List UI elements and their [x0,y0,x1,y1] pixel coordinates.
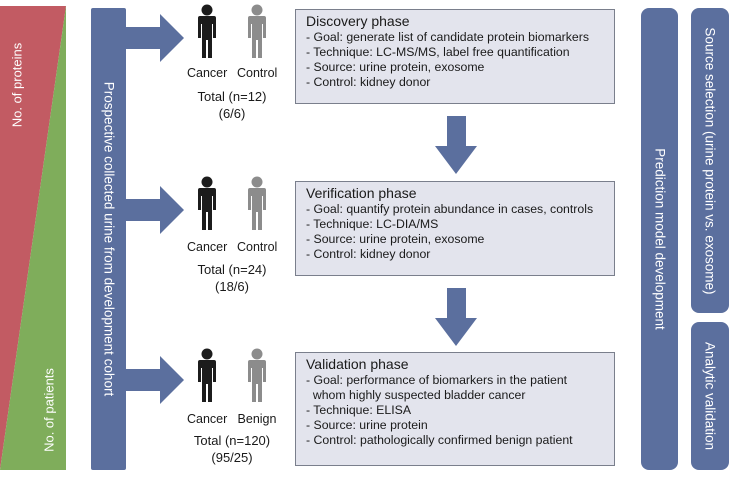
analytic-validation-panel: Analytic validation [691,322,729,470]
discovery-source: - Source: urine protein, exosome [306,60,485,74]
source-selection-label: Source selection (urine protein vs. exos… [702,26,718,295]
group3-benign-label: Benign [237,412,277,426]
cancer-person-icon-3 [198,348,216,402]
validation-goal-continued: whom highly suspected bladder cancer [306,388,526,402]
cohort-bar: Prospective collected urine from develop… [91,8,126,470]
source-selection-panel: Source selection (urine protein vs. exos… [691,8,729,313]
group2-control-label: Control [237,240,278,254]
validation-goal: - Goal: performance of biomarkers in the… [306,373,568,387]
prediction-label: Prediction model development [652,148,667,330]
discovery-goal: - Goal: generate list of candidate prote… [306,30,589,44]
triangle-graphic [0,6,66,470]
verification-control: - Control: kidney donor [306,247,431,261]
arrow-discovery-to-verification [435,116,477,174]
discovery-phase-box: Discovery phase - Goal: generate list of… [295,9,615,104]
validation-technique: - Technique: ELISA [306,403,412,417]
verification-phase-title: Verification phase [306,185,417,201]
group3-cancer-label: Cancer [187,412,228,426]
group3-total: Total (n=120) [193,433,271,448]
validation-phase-box: Validation phase - Goal: performance of … [295,352,615,466]
validation-control: - Control: pathologically confirmed beni… [306,433,573,447]
benign-person-icon-3 [248,348,266,402]
group1-total: Total (n=12) [197,89,267,104]
discovery-technique: - Technique: LC-MS/MS, label free quanti… [306,45,570,59]
discovery-control: - Control: kidney donor [306,75,431,89]
control-person-icon-1 [248,4,266,58]
verification-phase-box: Verification phase - Goal: quantify prot… [295,181,615,276]
validation-phase-title: Validation phase [306,356,409,372]
verification-technique: - Technique: LC-DIA/MS [306,217,439,231]
group2-total: Total (n=24) [197,262,267,277]
arrow-to-validation [126,356,184,404]
analytic-validation-label: Analytic validation [702,341,718,451]
arrow-to-discovery [126,14,184,62]
cancer-person-icon-2 [198,176,216,230]
group3-split: (95/25) [211,450,253,465]
prediction-panel: Prediction model development [641,8,678,470]
group2-split: (18/6) [215,279,249,294]
arrow-verification-to-validation [435,288,477,346]
patients-triangle [0,6,66,470]
group1-cancer-label: Cancer [187,66,228,80]
verification-goal: - Goal: quantify protein abundance in ca… [306,202,594,216]
group1-split: (6/6) [218,106,246,121]
group2-cancer-label: Cancer [187,240,228,254]
discovery-phase-title: Discovery phase [306,13,410,29]
verification-source: - Source: urine protein, exosome [306,232,485,246]
cancer-person-icon-1 [198,4,216,58]
arrow-to-verification [126,186,184,234]
control-person-icon-2 [248,176,266,230]
validation-source: - Source: urine protein [306,418,428,432]
group1-control-label: Control [237,66,278,80]
